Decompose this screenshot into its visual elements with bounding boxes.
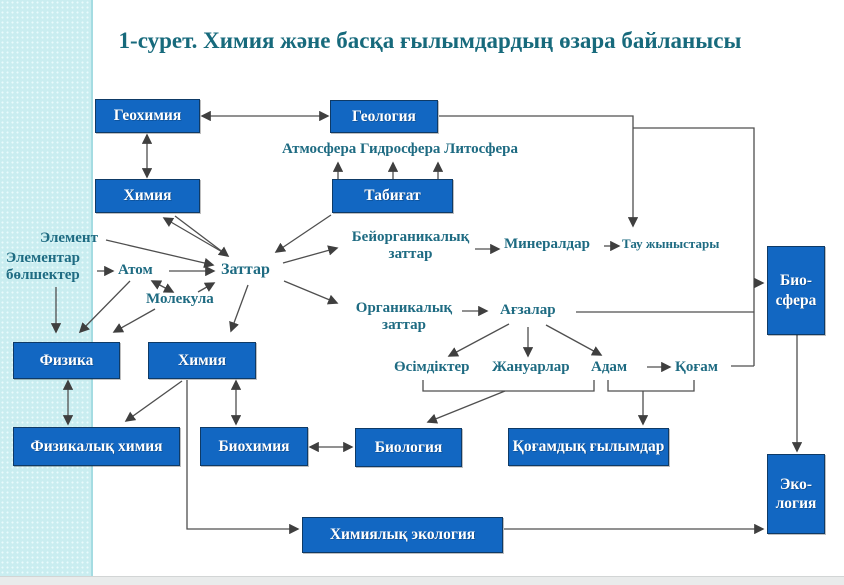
label-organisms: Ағзалар — [500, 302, 556, 318]
node-biosphere: Био- сфера — [767, 246, 825, 335]
diagram-title: 1-сурет. Химия және басқа ғылымдардың өз… — [118, 28, 742, 53]
label-molecule: Молекула — [146, 291, 214, 307]
node-physical-chemistry: Физикалық химия — [13, 427, 180, 466]
label-inorganic-substances: Бейорганикалық заттар — [351, 229, 470, 263]
decorative-side-bar — [0, 0, 93, 577]
node-chemical-ecology: Химиялық экология — [302, 517, 503, 553]
label-rocks: Тау жыныстары — [622, 236, 720, 251]
node-biology: Биология — [355, 428, 462, 467]
label-spheres: Атмосфера Гидросфера Литосфера — [281, 141, 519, 157]
label-element: Элемент — [40, 230, 98, 246]
label-organic-substances: Органикалық заттар — [355, 300, 453, 334]
label-substances: Заттар — [221, 261, 270, 278]
node-chemistry-center: Химия — [148, 342, 256, 379]
label-human: Адам — [591, 359, 628, 375]
node-social-sciences: Қоғамдық ғылымдар — [508, 428, 669, 466]
label-animals: Жануарлар — [492, 359, 570, 375]
label-atom: Атом — [118, 262, 153, 278]
node-geology: Геология — [330, 100, 438, 133]
footer-strip — [0, 576, 844, 585]
node-geochemistry: Геохимия — [95, 99, 200, 133]
node-nature: Табиғат — [332, 179, 453, 213]
label-society: Қоғам — [675, 359, 718, 375]
label-elementary-particles: Элементар бөлшектер — [6, 250, 80, 284]
node-ecology: Эко- логия — [767, 454, 825, 534]
node-chemistry-upper: Химия — [95, 179, 200, 213]
label-minerals: Минералдар — [504, 236, 590, 252]
node-biochemistry: Биохимия — [200, 427, 308, 466]
label-plants: Өсімдіктер — [394, 359, 470, 375]
node-physics: Физика — [13, 342, 120, 379]
